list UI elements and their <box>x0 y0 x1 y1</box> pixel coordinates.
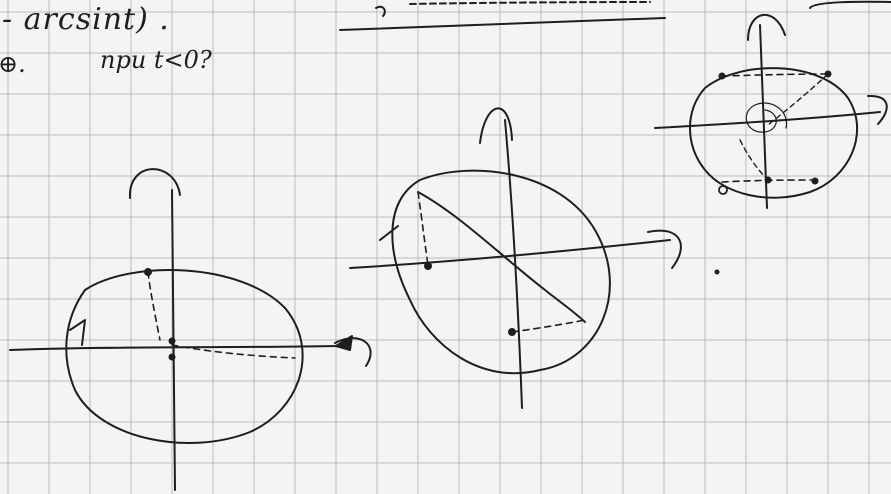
open-point-right <box>718 185 728 195</box>
circle-middle <box>391 169 611 375</box>
rotation-arrow-right-middle <box>647 229 682 269</box>
dashed-horizontal-middle <box>511 319 586 333</box>
axis-horizontal-left <box>9 345 339 351</box>
axis-vertical-right <box>759 24 768 209</box>
diagonal-line-middle <box>417 191 586 323</box>
rotation-arrow-right-left <box>334 337 372 367</box>
point-bottom-middle <box>508 328 516 336</box>
point-top-left-right <box>718 72 726 80</box>
handwritten-formula-fragment: - arcsint) . <box>2 2 170 37</box>
corner-mark-middle <box>379 225 399 241</box>
rotation-arrow-right-right <box>867 94 888 125</box>
dashed-vertical-middle <box>417 191 429 266</box>
dashed-top-right <box>721 73 829 77</box>
axis-arrow-up-middle <box>479 107 513 144</box>
point-axis-middle <box>424 262 432 270</box>
point-axis-bottom-right <box>764 176 772 184</box>
axis-arrow-up-right <box>747 14 786 41</box>
dashed-vertical-left <box>147 271 161 341</box>
stray-dot <box>714 269 720 275</box>
circle-right <box>689 67 858 199</box>
point-center-left <box>168 353 176 361</box>
axis-horizontal-middle <box>349 239 671 269</box>
circle-left <box>65 269 304 444</box>
circled-plus-symbol: ⊕. <box>0 50 26 78</box>
dashed-diagonal-right <box>767 73 829 126</box>
point-top-left <box>144 268 152 276</box>
dashed-horizontal-left <box>171 344 296 359</box>
arrowhead-left <box>335 335 353 351</box>
point-bottom-right-right <box>811 177 819 185</box>
sketch-circle-middle <box>349 107 682 409</box>
spiral-center-right <box>745 102 788 133</box>
corner-mark-left <box>69 319 86 346</box>
point-axis-left <box>168 337 176 345</box>
handwritten-question: npu t<0? <box>100 46 212 74</box>
top-scribble-fragments <box>339 0 891 31</box>
axis-arrow-up-left <box>128 168 181 199</box>
sketch-circle-left <box>9 168 372 491</box>
dashed-bottom-right <box>721 179 816 183</box>
sketch-circle-right <box>654 14 888 209</box>
axis-vertical-middle <box>504 119 523 409</box>
axis-horizontal-right <box>654 111 881 129</box>
point-top-right-right <box>824 70 832 78</box>
